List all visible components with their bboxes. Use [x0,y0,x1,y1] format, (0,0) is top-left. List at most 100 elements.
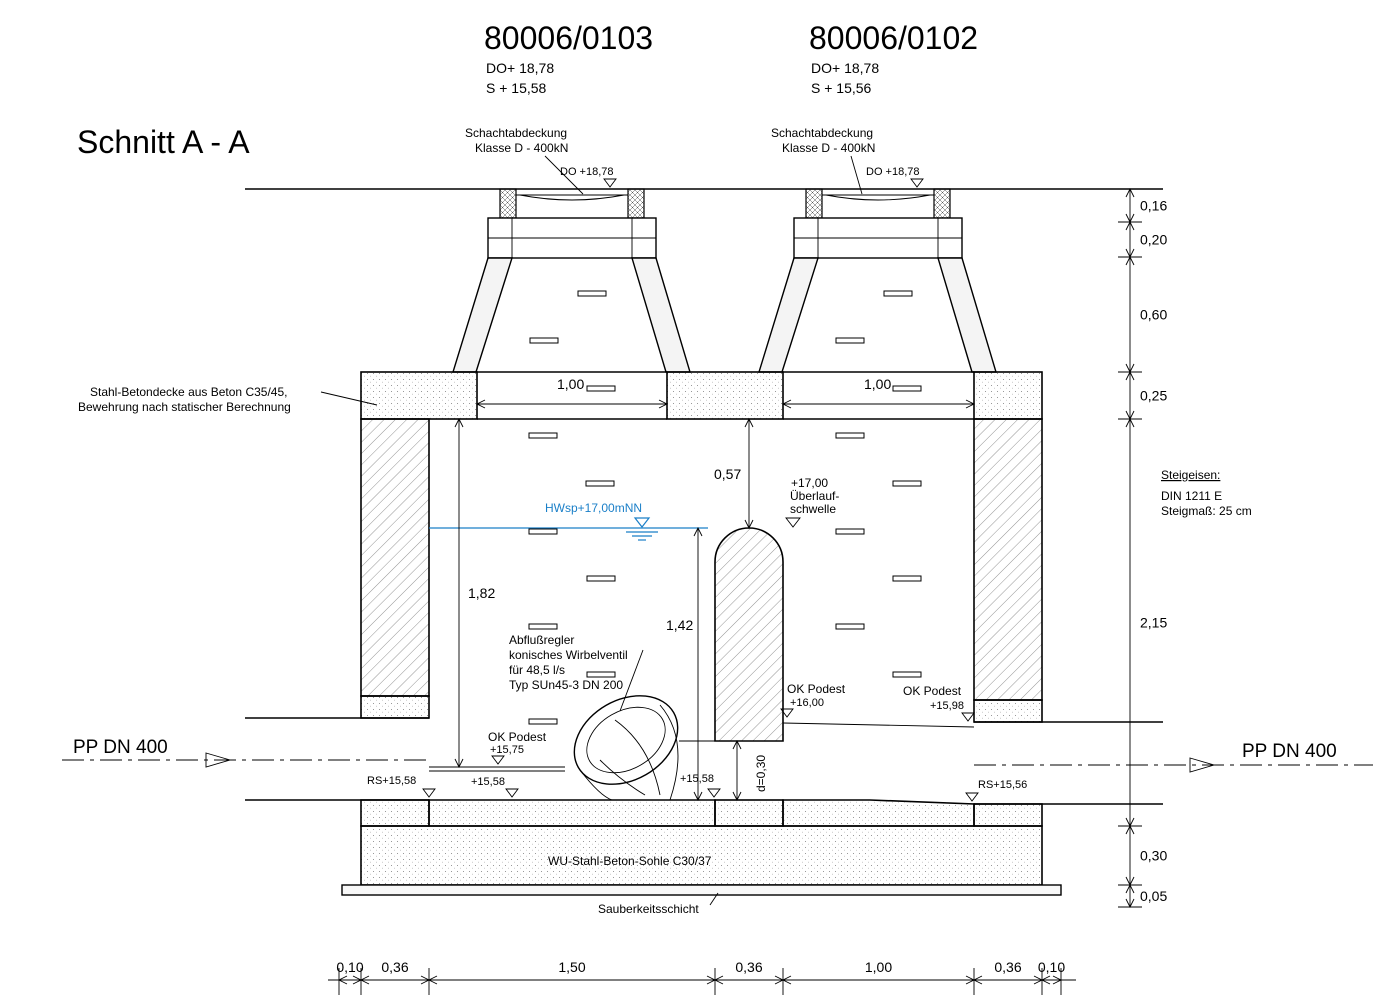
pipe-out-label: PP DN 400 [1242,741,1337,762]
bench-mid [714,799,784,827]
dim-bottom-label: 1,50 [558,959,585,975]
vortex-valve [573,695,679,801]
deck-label-2: Bewehrung nach statischer Berechnung [78,400,291,414]
dim-right-label: 2,15 [1140,615,1167,631]
overflow-label-2: Überlauf- [790,489,839,503]
shaft-top-left [452,188,691,373]
cover-leader-right [850,155,863,195]
dim-right-label: 0,16 [1140,198,1167,214]
inner-dimensions [454,399,976,802]
shaft-do-right: DO+ 18,78 [811,60,879,76]
d-label: d=0,30 [754,755,768,792]
shaft-do-left: DO+ 18,78 [486,60,554,76]
bench-left [428,799,716,827]
rs-left-label: RS+15,58 [367,775,416,787]
sauberkeit-label: Sauberkeitsschicht [598,902,699,916]
wall-left-lower [360,695,430,719]
podest-right-label-1: OK Podest [903,684,962,698]
regler-leader [619,649,644,712]
podest-left-label-1: OK Podest [488,730,547,744]
regler-label-4: Typ SUn45-3 DN 200 [509,678,623,692]
dim-inner-100-left: 1,00 [557,376,584,392]
bottom-dimension-chain: 0,10 0,36 1,50 0,36 1,00 0,36 0,10 [328,959,1076,995]
steigeisen-title: Steigeisen: [1161,468,1220,482]
deck-leader [320,391,378,406]
shaft-id-left: 80006/0103 [484,20,653,56]
overflow-weir [714,527,784,742]
level-marker-icon [961,712,975,722]
dim-right-label: 0,25 [1140,388,1167,404]
rs-right-label: RS+15,56 [978,779,1027,791]
dim-bottom-label: 0,36 [735,959,762,975]
level-marker-icon [965,792,979,802]
wall-right [973,418,1043,701]
cover-label-left-1: Schachtabdeckung [465,126,567,140]
level-marker-icon [422,788,436,798]
section-title: Schnitt A - A [77,124,250,160]
steigeisen-step: Steigmaß: 25 cm [1161,504,1252,518]
shaft-s-left: S + 15,58 [486,80,547,96]
cover-label-right-2: Klasse D - 400kN [782,141,875,155]
deck-label-1: Stahl-Betondecke aus Beton C35/45, [90,385,287,399]
sohle-label: WU-Stahl-Beton-Sohle C30/37 [548,854,712,868]
overflow-label-1: +17,00 [791,476,828,490]
shaft-top-right [758,188,997,373]
dim-bottom-label: 1,00 [865,959,892,975]
level-marker-icon [707,788,721,798]
dim-inner-182: 1,82 [468,585,495,601]
overflow-label-3: schwelle [790,502,836,516]
ladder-rungs [528,290,922,725]
dim-bottom-label: 0,10 [336,959,363,975]
floor-mid-label: +15,58 [680,773,714,785]
wall-right-base [973,803,1043,827]
dim-inner-100-right: 1,00 [864,376,891,392]
cover-label-left-2: Klasse D - 400kN [475,141,568,155]
cleanliness-layer [341,884,1062,896]
dim-bottom-label: 0,10 [1038,959,1065,975]
podest-right-line [782,722,975,728]
shaft-id-right: 80006/0102 [809,20,978,56]
sauberkeit-leader [709,892,719,906]
level-marker-icon [910,178,924,188]
steigeisen-norm: DIN 1211 E [1161,489,1222,503]
dim-bottom-label: 0,36 [381,959,408,975]
cover-leader-left [544,155,584,195]
regler-label-3: für 48,5 l/s [509,663,565,677]
water-level-label: HWsp+17,00mNN [545,501,642,515]
shaft-s-right: S + 15,56 [811,80,872,96]
regler-label-1: Abflußregler [509,633,574,647]
water-marker-icon [633,517,651,528]
dim-bottom-label: 0,36 [994,959,1021,975]
dim-inner-142: 1,42 [666,617,693,633]
dim-right-label: 0,05 [1140,888,1167,904]
podest-mid-label-1: OK Podest [787,682,846,696]
do-level-right: DO +18,78 [866,166,920,178]
level-marker-icon [505,788,519,798]
dim-inner-057: 0,57 [714,466,741,482]
dim-right-label: 0,20 [1140,232,1167,248]
do-level-left: DO +18,78 [560,166,614,178]
level-marker-icon [785,517,801,528]
flow-arrow-icon [1189,757,1216,773]
dim-right-label: 0,30 [1140,848,1167,864]
dim-right-label: 0,60 [1140,307,1167,323]
podest-right-label-2: +15,98 [930,700,964,712]
flow-arrow-icon [205,752,232,768]
base-slab [360,825,1043,886]
right-dimension-chain: 0,16 0,20 0,60 0,25 2,15 0,30 0,05 [1118,187,1167,909]
bench-right [782,799,975,827]
wall-left [360,418,430,697]
level-marker-icon [491,755,505,765]
level-marker-icon [780,708,794,718]
podest-left-label-2: +15,75 [490,744,524,756]
podest-mid-label-2: +16,00 [790,697,824,709]
deck-slab [360,371,1043,420]
floor-left-label: +15,58 [471,776,505,788]
pipe-in-label: PP DN 400 [73,737,168,758]
cover-label-right-1: Schachtabdeckung [771,126,873,140]
wall-right-lower [973,699,1043,723]
wall-left-base [360,799,430,827]
regler-label-2: konisches Wirbelventil [509,648,628,662]
level-marker-icon [603,178,617,188]
